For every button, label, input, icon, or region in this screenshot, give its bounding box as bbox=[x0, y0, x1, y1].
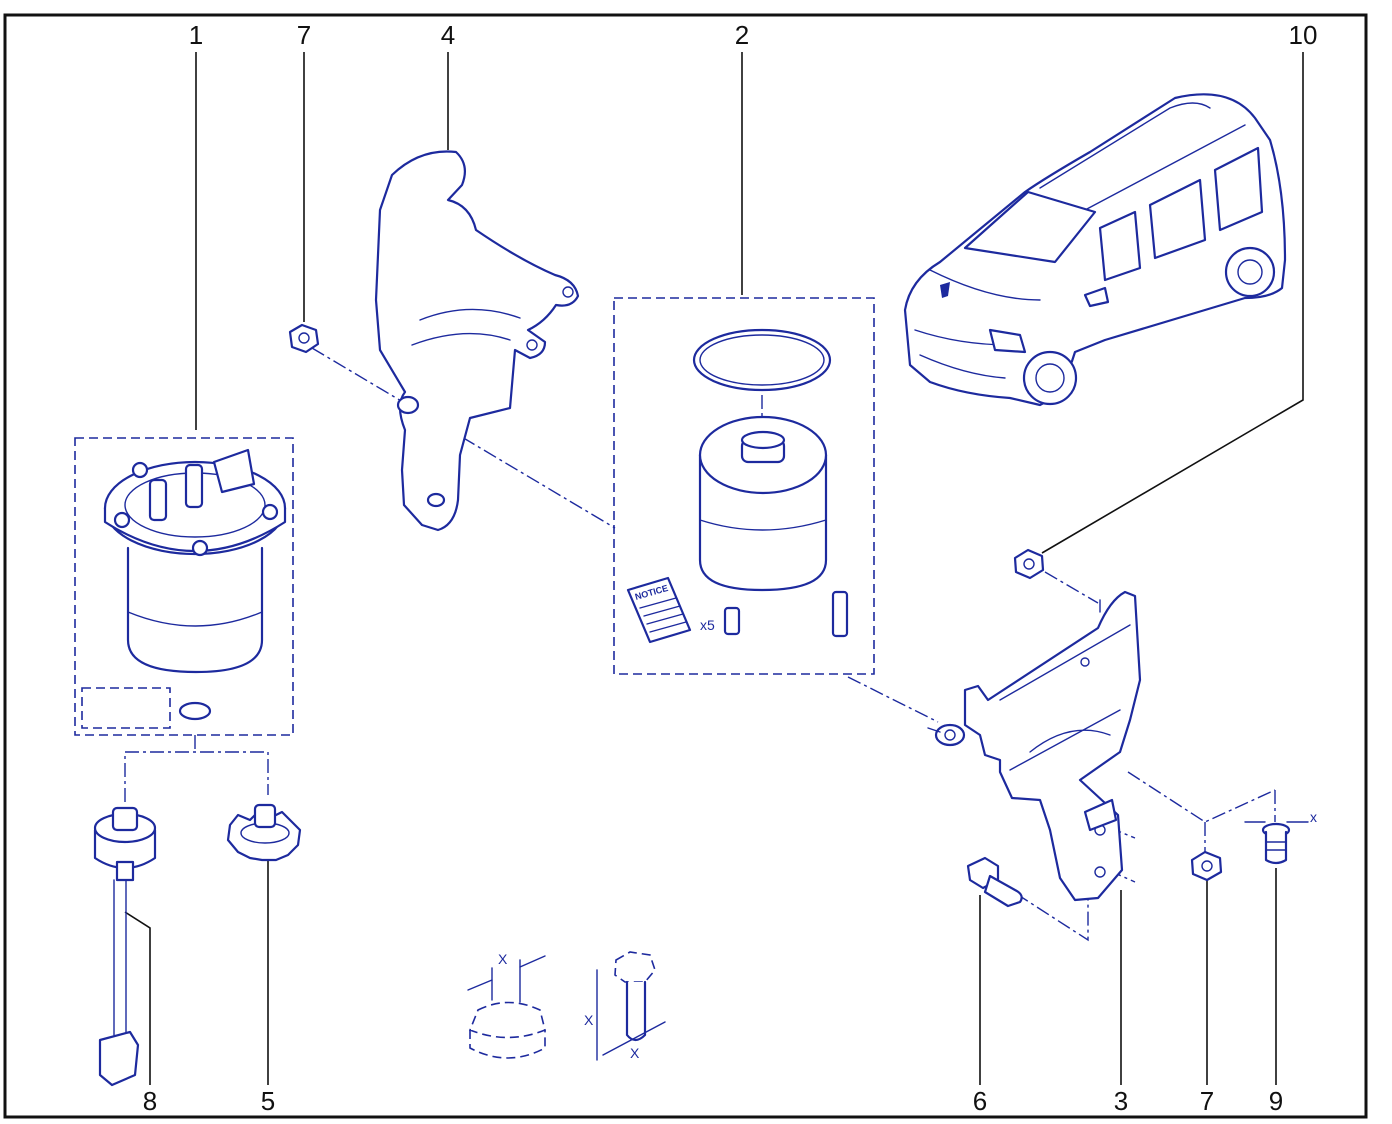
bolt-6 bbox=[966, 856, 1023, 908]
quantity-label: x5 bbox=[700, 617, 715, 633]
leader-lines bbox=[124, 52, 1304, 1085]
level-sensor-8 bbox=[93, 806, 157, 1087]
front-wheel bbox=[1022, 350, 1078, 406]
kit-box-2 bbox=[613, 297, 875, 675]
nut-10 bbox=[1013, 548, 1045, 580]
nut-7-top bbox=[288, 323, 320, 354]
legend-x-nut: X bbox=[498, 951, 508, 967]
sub-box-1 bbox=[81, 687, 171, 729]
filter-element-kit-2: NOTICE x5 bbox=[613, 297, 875, 675]
screw-long bbox=[831, 590, 849, 638]
kit-box-1 bbox=[74, 437, 294, 736]
callout-10: 10 bbox=[1289, 20, 1318, 50]
rivet-dimension-mark: x bbox=[1310, 809, 1317, 825]
callout-8: 8 bbox=[143, 1086, 157, 1116]
callout-7-bottom: 7 bbox=[1200, 1086, 1214, 1116]
legend-nut-symbol: X bbox=[467, 951, 546, 1059]
nut-7-bottom bbox=[1190, 850, 1223, 882]
callout-4: 4 bbox=[441, 20, 455, 50]
fuel-filter-assembly bbox=[74, 437, 294, 736]
rear-wheel bbox=[1224, 246, 1276, 298]
callout-1-top: 1 bbox=[189, 20, 203, 50]
legend-x-bolt-diameter: X bbox=[630, 1045, 640, 1061]
callout-5: 5 bbox=[261, 1086, 275, 1116]
vehicle-illustration bbox=[903, 93, 1287, 407]
callout-3: 3 bbox=[1114, 1086, 1128, 1116]
callout-2: 2 bbox=[735, 20, 749, 50]
heat-shield-4 bbox=[374, 150, 580, 532]
rivet-nut-9: x bbox=[1244, 809, 1317, 865]
callout-labels: 1 7 4 2 10 8 5 6 3 7 9 bbox=[143, 20, 1318, 1116]
notice-booklet: NOTICE bbox=[626, 576, 692, 644]
screw-small bbox=[723, 606, 741, 636]
callout-6: 6 bbox=[973, 1086, 987, 1116]
legend-bolt-symbol: X X bbox=[584, 951, 666, 1061]
callout-7-top: 7 bbox=[297, 20, 311, 50]
legend-symbols: X X X bbox=[467, 951, 666, 1061]
callout-9: 9 bbox=[1269, 1086, 1283, 1116]
legend-x-bolt-length: X bbox=[584, 1012, 594, 1028]
drain-plug-5 bbox=[226, 803, 302, 862]
mounting-bracket-3 bbox=[927, 590, 1142, 902]
